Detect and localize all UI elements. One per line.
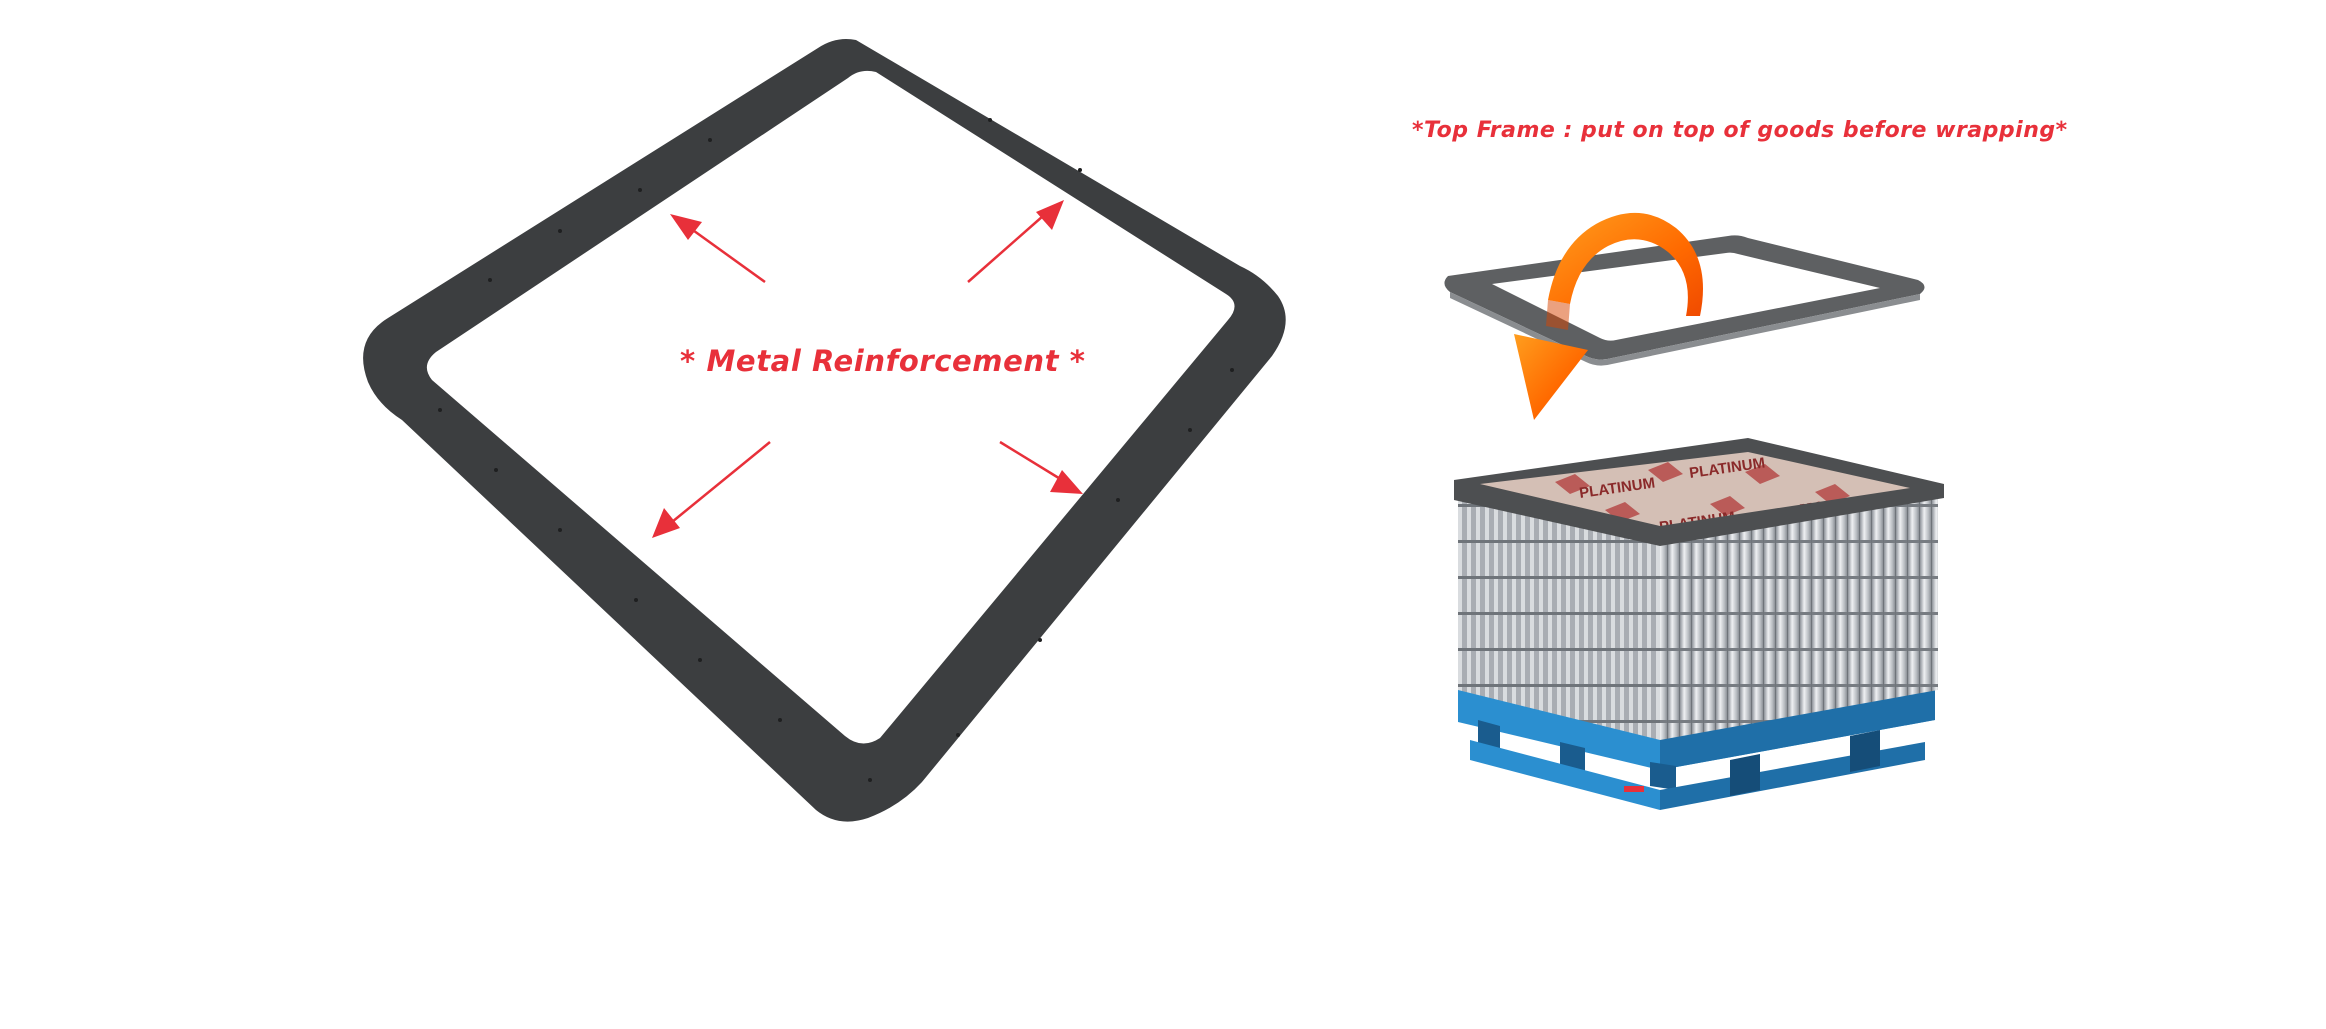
red-arrow-icons xyxy=(652,200,1083,538)
pallet xyxy=(1458,680,1935,810)
red-arrow-icon xyxy=(967,200,1064,283)
orange-curved-arrow-icon xyxy=(1514,212,1703,420)
red-arrow-icon xyxy=(652,441,771,538)
frame-body xyxy=(363,39,1286,822)
cans-front-face xyxy=(1660,494,1938,740)
rivet-dots xyxy=(438,118,1234,782)
top-frame-on-load xyxy=(1454,438,1944,546)
pallet-load: PLATINUM PLATINUM PLATINUM PRO xyxy=(1454,438,1944,810)
top-frame-caption: *Top Frame : put on top of goods before … xyxy=(1412,118,2068,143)
red-arrow-icon xyxy=(670,214,766,284)
red-arrow-icon xyxy=(999,440,1083,494)
cans-left-face xyxy=(1458,496,1660,740)
reinforcement-frame xyxy=(363,39,1286,822)
metal-reinforcement-caption: * Metal Reinforcement * xyxy=(680,344,1086,378)
